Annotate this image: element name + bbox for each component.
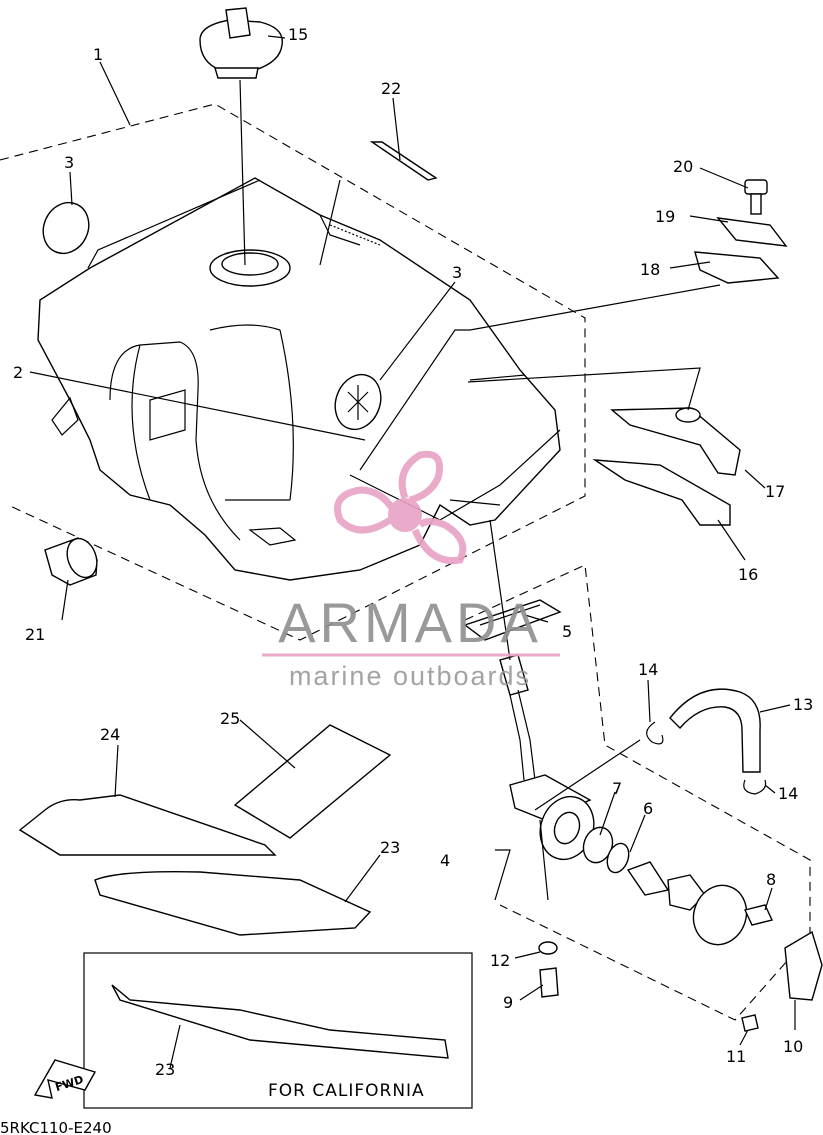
callout-7: 7 — [612, 779, 622, 798]
fuel-hose — [669, 688, 761, 773]
callout-14-lower: 14 — [778, 784, 798, 803]
callout-8: 8 — [766, 870, 776, 889]
callout-1: 1 — [93, 45, 103, 64]
pad-23 — [94, 870, 372, 936]
callout-25: 25 — [220, 709, 240, 728]
tape-strip — [369, 141, 438, 181]
callout-13: 13 — [793, 695, 813, 714]
washer-12 — [538, 941, 558, 955]
lever-plate — [692, 884, 748, 946]
callout-3-left: 3 — [64, 153, 74, 172]
callout-3-right: 3 — [452, 263, 462, 282]
bolt-20 — [744, 179, 768, 215]
screw-11 — [741, 1014, 759, 1032]
california-box — [83, 952, 473, 1109]
pad-25 — [233, 724, 392, 839]
diagram-code: 5RKC110-E240 — [0, 1119, 112, 1135]
bracket-16 — [592, 459, 731, 526]
callout-6: 6 — [643, 799, 653, 818]
fuel-cock-assembly — [463, 599, 823, 1032]
screw-8 — [744, 904, 773, 926]
o-ring-6 — [606, 842, 630, 874]
watermark-logo-icon — [388, 498, 422, 532]
callout-23-california: 23 — [155, 1060, 175, 1079]
callout-23-upper: 23 — [380, 838, 400, 857]
fwd-arrow-icon — [33, 1059, 97, 1099]
callout-5: 5 — [562, 622, 572, 641]
callout-4: 4 — [440, 851, 450, 870]
clip-upper — [646, 721, 664, 745]
screw-9 — [539, 967, 559, 998]
callout-22: 22 — [381, 79, 401, 98]
plate-19 — [716, 217, 788, 247]
callout-18: 18 — [640, 260, 660, 279]
callout-10: 10 — [783, 1037, 803, 1056]
strainer-gasket — [463, 599, 562, 641]
callout-21: 21 — [25, 625, 45, 644]
damper-18 — [694, 251, 780, 284]
california-note: FOR CALIFORNIA — [268, 1081, 425, 1101]
fuel-tank — [37, 177, 561, 581]
callout-numbers: 1 3 2 3 15 22 20 19 18 17 16 21 5 14 13 … — [13, 25, 813, 1079]
emblem-decal — [42, 201, 90, 255]
callout-12: 12 — [490, 951, 510, 970]
callout-19: 19 — [655, 207, 675, 226]
pad-24 — [18, 794, 277, 856]
callout-11: 11 — [726, 1047, 746, 1066]
assembly-boundaries — [0, 103, 811, 1021]
callout-2: 2 — [13, 363, 23, 382]
bracket-17-grommet — [675, 407, 701, 423]
callout-14-upper: 14 — [638, 660, 658, 679]
pad-23-california — [111, 984, 449, 1059]
watermark-tagline: marine outboards — [289, 661, 531, 691]
cushion-rubber — [44, 537, 98, 586]
clip-lower — [743, 779, 767, 795]
knob-10 — [784, 930, 823, 1001]
callout-15: 15 — [288, 25, 308, 44]
callout-9: 9 — [503, 993, 513, 1012]
callout-16: 16 — [738, 565, 758, 584]
callout-24: 24 — [100, 725, 120, 744]
callout-17: 17 — [765, 482, 785, 501]
callout-20: 20 — [673, 157, 693, 176]
watermark-brand: ARMADA — [278, 591, 542, 654]
leader-lines — [29, 35, 796, 1069]
watermark: ARMADA marine outboards — [262, 450, 560, 691]
fuel-cap — [199, 7, 284, 79]
